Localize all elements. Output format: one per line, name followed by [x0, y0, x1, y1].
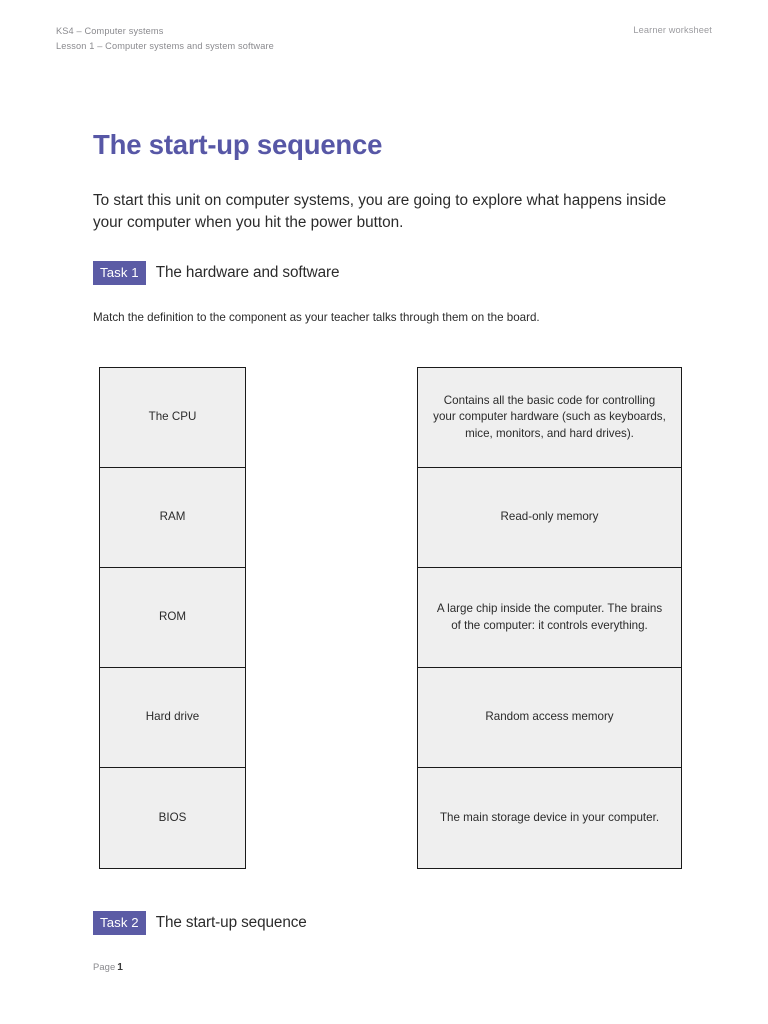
- task1-badge: Task 1: [93, 260, 146, 286]
- page-number: 1: [117, 962, 124, 973]
- matching-activity: The CPU RAM ROM Hard drive BIOS Contains…: [0, 367, 768, 869]
- component-cell[interactable]: The CPU: [100, 368, 245, 468]
- header-document-type: Learner worksheet: [633, 25, 712, 35]
- component-cell[interactable]: ROM: [100, 568, 245, 668]
- page-footer-label: Page: [93, 961, 116, 972]
- task2-title: The start-up sequence: [155, 914, 307, 932]
- header-lesson-line: Lesson 1 – Computer systems and system s…: [56, 40, 274, 51]
- task1-instruction: Match the definition to the component as…: [93, 311, 540, 325]
- task1-title: The hardware and software: [155, 264, 340, 282]
- definition-cell[interactable]: Random access memory: [418, 668, 681, 768]
- definition-cell[interactable]: The main storage device in your computer…: [418, 768, 681, 868]
- component-cell[interactable]: RAM: [100, 468, 245, 568]
- definition-cell[interactable]: Contains all the basic code for controll…: [418, 368, 681, 468]
- page-title: The start-up sequence: [93, 129, 383, 160]
- intro-paragraph: To start this unit on computer systems, …: [93, 192, 667, 232]
- document-body: The start-up sequence To start this unit…: [93, 128, 683, 327]
- component-column: The CPU RAM ROM Hard drive BIOS: [99, 367, 246, 869]
- component-cell[interactable]: BIOS: [100, 768, 245, 868]
- definition-cell[interactable]: A large chip inside the computer. The br…: [418, 568, 681, 668]
- task2-badge: Task 2: [93, 911, 146, 936]
- definition-cell[interactable]: Read-only memory: [418, 468, 681, 568]
- task1-heading: Task 1 The hardware and software: [93, 260, 683, 286]
- header-unit-line: KS4 – Computer systems: [56, 26, 164, 36]
- page-header: KS4 – Computer systems Lesson 1 – Comput…: [56, 24, 712, 54]
- definition-column: Contains all the basic code for controll…: [417, 367, 682, 869]
- header-course-info: KS4 – Computer systems Lesson 1 – Comput…: [56, 24, 274, 54]
- component-cell[interactable]: Hard drive: [100, 668, 245, 768]
- task2-heading: Task 2 The start-up sequence: [93, 911, 307, 936]
